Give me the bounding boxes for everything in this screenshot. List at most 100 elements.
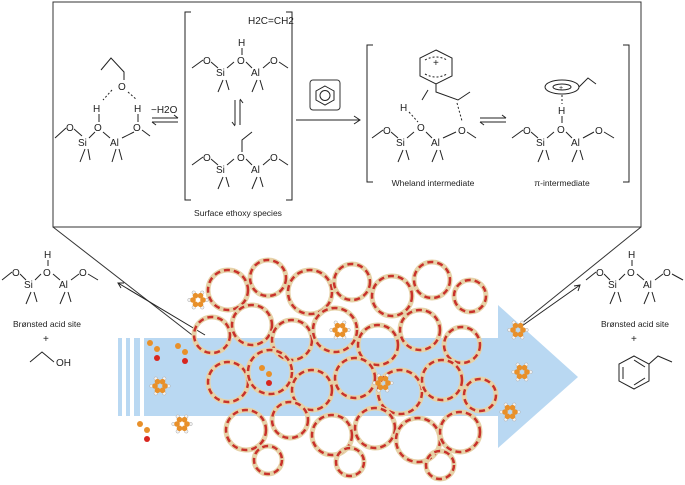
framework-ring-oxygen [334,446,366,478]
al-label: Al [571,138,580,149]
si-label: Si [216,68,225,79]
ethanol-oxygen-label: O [118,82,126,93]
surface-ethoxy-bracket: H2C=CH2 H O O Si Al O O O Si Al O [184,11,294,218]
oxygen-atom [144,436,150,442]
o-label: O [417,123,425,134]
carbon-atom [137,421,143,427]
mechanism-panel [52,1,642,228]
pi-charge: + [559,85,563,92]
carbon-atom [190,297,196,303]
carbon-atom [512,331,519,338]
framework-ring-oxygen [286,268,334,316]
carbon-atom [152,383,158,389]
oxygen-atom [154,355,160,361]
carbon-atom [176,416,183,423]
o-label: O [596,268,604,279]
carbon-atom [159,387,166,394]
carbon-atom [339,331,346,338]
carbon-atom [334,331,341,338]
framework-ring-oxygen [452,278,488,314]
bronsted-left-caption: Brønsted acid site [13,319,81,329]
adsorbed-ethanol-structure: O H H O O O Si Al [54,57,151,163]
carbon-atom [159,378,166,385]
o-label: O [523,126,531,137]
framework-ring-oxygen [311,306,359,354]
plus-left: + [43,334,49,345]
carbon-atom [184,421,190,427]
al-label: Al [110,138,119,149]
dehydration-label: −H2O [151,105,178,116]
oxygen-atom [182,358,188,364]
si-label: Si [24,280,33,291]
carbon-atom [521,373,528,380]
h-label: H [558,106,565,117]
carbon-atom [512,409,518,415]
si-label: Si [396,138,405,149]
framework-ring-oxygen [462,377,498,413]
carbon-atom [192,301,199,308]
si-label: Si [536,138,545,149]
framework-ring-oxygen [420,358,464,402]
carbon-atom [332,327,338,333]
o-label: O [133,123,141,134]
carbon-atom [154,378,161,385]
carbon-atom [197,292,204,299]
carbon-atom [174,421,180,427]
carbon-atom [154,346,160,352]
h-label: H [400,103,407,114]
o-label: O [383,126,391,137]
carbon-atom [517,331,524,338]
carbon-atom [192,292,199,299]
connector-line-left [52,226,206,346]
framework-ring-oxygen [412,260,452,300]
carbon-atom [512,322,519,329]
carbon-atom [181,416,188,423]
carbon-atom [182,349,188,355]
carbon-atom [154,387,161,394]
al-label: Al [251,165,260,176]
al-label: Al [251,68,260,79]
framework-ring-oxygen [376,368,424,416]
dehydration-equilibrium-arrow: −H2O [151,105,179,126]
al-label: Al [643,280,652,291]
ethanol-oh-label: OH [56,358,71,369]
carbon-atom [524,369,530,375]
framework-ring-oxygen [248,258,288,298]
ethylene-formula: H2C=CH2 [248,16,294,27]
carbon-atom [377,384,384,391]
o-label: O [94,123,102,134]
carbon-atom [162,383,168,389]
carbon-atom [514,369,520,375]
guest-molecules [137,290,533,442]
carbon-atom [375,380,381,386]
framework-ring-oxygen [310,413,354,457]
si-label: Si [608,280,617,291]
framework-ring-oxygen [438,410,482,454]
framework-ring-oxygen [270,318,314,362]
carbon-atom [509,413,516,420]
benzene-reagent [296,79,361,125]
o-label: O [237,153,245,164]
carbon-atom [176,425,183,432]
carbon-atom [259,365,265,371]
carbon-atom [175,343,181,349]
o-label: O [663,268,671,279]
right-products: H O O Si Al O Brønsted acid site + [585,250,684,390]
h-label: H [238,38,245,49]
si-label: Si [216,165,225,176]
framework-ring-oxygen [424,449,456,481]
plus-right: + [631,334,637,345]
framework-ring-oxygen [370,274,414,318]
o-label: O [43,268,51,279]
framework-ring-oxygen [246,348,294,396]
carbon-atom [266,371,272,377]
o-label: O [270,56,278,67]
framework-ring-oxygen [230,303,274,347]
carbon-atom [521,364,528,371]
h-label: H [134,104,141,115]
surface-ethoxy-caption: Surface ethoxy species [194,208,282,218]
framework-ring-oxygen [356,323,400,367]
carbon-atom [144,427,150,433]
carbon-atom [147,340,153,346]
